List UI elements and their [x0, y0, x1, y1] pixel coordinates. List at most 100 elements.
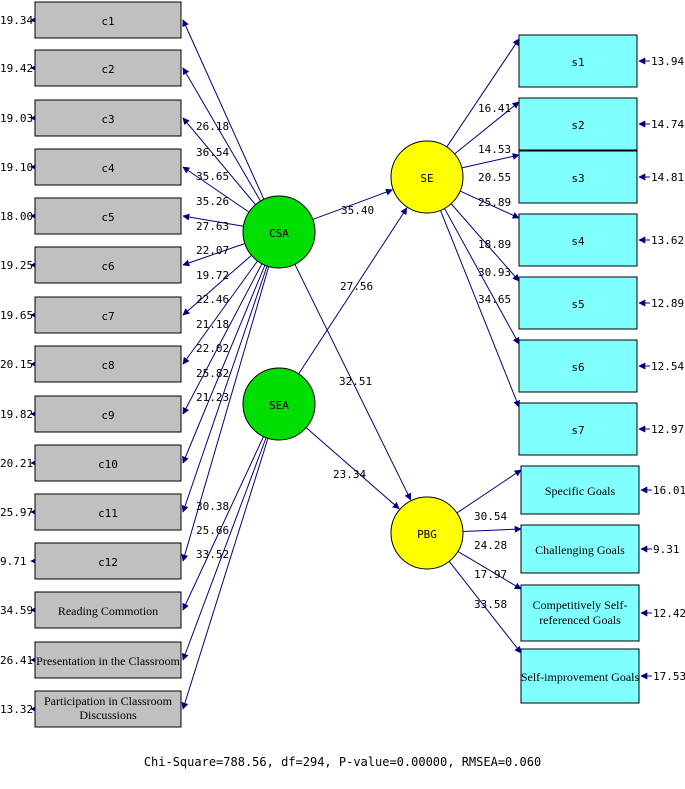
indicator-box [518, 150, 638, 204]
loading-value: 34.65 [478, 293, 511, 306]
indicator-label: c1 [101, 15, 114, 28]
indicator-box [34, 345, 182, 383]
loading-arrow [440, 210, 520, 408]
fit-statistics: Chi-Square=788.56, df=294, P-value=0.000… [143, 755, 542, 769]
indicator-s4 [518, 213, 638, 267]
indicator-box [34, 197, 182, 235]
error-variance: 19.82 [0, 408, 33, 421]
loading-value: 36.54 [196, 146, 229, 159]
indicator-label: c6 [101, 260, 114, 273]
loading-arrow [446, 38, 520, 148]
loading-arrow [444, 208, 520, 345]
indicator-label: Presentation in the Classroom [36, 654, 180, 668]
indicator-label: c8 [101, 359, 114, 372]
indicator-s5 [518, 276, 638, 330]
error-variance: 9.31 [653, 543, 680, 556]
latent-circle [390, 140, 464, 214]
error-variance: 18.00 [0, 210, 33, 223]
loading-arrow [181, 266, 270, 562]
error-variance: 13.32 [0, 703, 33, 716]
indicator-reading [34, 591, 182, 629]
latent-sea: SEA [242, 367, 316, 441]
path-sea-se [298, 207, 408, 375]
indicator-label: c9 [101, 409, 114, 422]
indicator-presentation [34, 641, 182, 679]
indicator-label: c2 [101, 63, 114, 76]
indicator-label: s3 [571, 172, 584, 185]
loading-arrow [457, 550, 522, 590]
loading-value: 22.07 [196, 244, 229, 257]
error-variance: 16.01 [653, 484, 685, 497]
indicator-box [518, 213, 638, 267]
error-variance: 19.10 [0, 161, 33, 174]
indicator-box [34, 641, 182, 679]
indicator-box [518, 276, 638, 330]
indicator-box [518, 97, 638, 151]
loading-value: 30.54 [474, 510, 507, 523]
loading-value: 18.89 [478, 238, 511, 251]
indicator-label: Specific Goals [545, 484, 616, 498]
indicator-box [34, 49, 182, 87]
indicator-box [34, 148, 182, 186]
latent-circle [242, 195, 316, 269]
error-variance: 19.34 [0, 14, 33, 27]
loading-arrow [182, 117, 256, 206]
loading-arrow [181, 438, 269, 710]
indicator-box [34, 591, 182, 629]
path-csa-pbg [294, 264, 412, 501]
latent-label: CSA [269, 227, 289, 240]
indicator-c11 [34, 493, 182, 531]
loading-arrow [182, 213, 244, 227]
loading-arrow [181, 265, 268, 513]
latent-label: PBG [417, 528, 437, 541]
indicator-label: Challenging Goals [535, 543, 625, 557]
latent-label: SE [420, 172, 433, 185]
labels-layer: c119.34c219.42c319.03c419.10c518.00c619.… [0, 14, 685, 722]
loading-arrow [181, 437, 267, 661]
loading-value: 25.66 [196, 524, 229, 537]
loading-value: 21.23 [196, 391, 229, 404]
loading-value: 30.93 [478, 266, 511, 279]
loading-arrow [182, 263, 263, 415]
indicator-c8 [34, 345, 182, 383]
indicator-box [34, 246, 182, 284]
indicator-box [518, 402, 638, 456]
indicator-label: s1 [571, 56, 584, 69]
loading-value: 20.55 [478, 171, 511, 184]
indicator-box [34, 493, 182, 531]
indicator-label: c12 [98, 556, 118, 569]
error-variance: 25.97 [0, 506, 33, 519]
path-value-sea-se: 27.56 [340, 280, 373, 293]
indicator-label: c5 [101, 211, 114, 224]
loading-value: 22.02 [196, 342, 229, 355]
loading-arrow [182, 19, 265, 200]
latent-circle [390, 496, 464, 570]
indicator-box [34, 395, 182, 433]
error-variance: 19.25 [0, 259, 33, 272]
error-variance: 13.62 [651, 234, 684, 247]
indicator-label: Reading Commotion [58, 604, 158, 618]
loading-value: 22.46 [196, 293, 229, 306]
indicator-participation [34, 690, 182, 728]
loading-arrow [182, 166, 250, 213]
error-variance: 12.54 [651, 360, 684, 373]
indicator-s6 [518, 339, 638, 393]
loading-value: 17.97 [474, 568, 507, 581]
indicator-label: c3 [101, 113, 114, 126]
error-variance: 13.94 [651, 55, 684, 68]
error-variance: 19.03 [0, 112, 33, 125]
indicator-c7 [34, 296, 182, 334]
loading-arrow [462, 525, 522, 533]
indicator-c5 [34, 197, 182, 235]
indicator-box [520, 648, 640, 704]
error-variance: 12.89 [651, 297, 684, 310]
error-variance: 20.15 [0, 358, 33, 371]
loading-value: 27.63 [196, 220, 229, 233]
indicator-s2 [518, 97, 638, 151]
indicator-s3 [518, 150, 638, 204]
indicator-box [520, 524, 640, 574]
indicator-selfimp [520, 648, 640, 704]
indicator-label: Self-improvement Goals [521, 670, 640, 684]
error-variance: 34.59 [0, 604, 33, 617]
